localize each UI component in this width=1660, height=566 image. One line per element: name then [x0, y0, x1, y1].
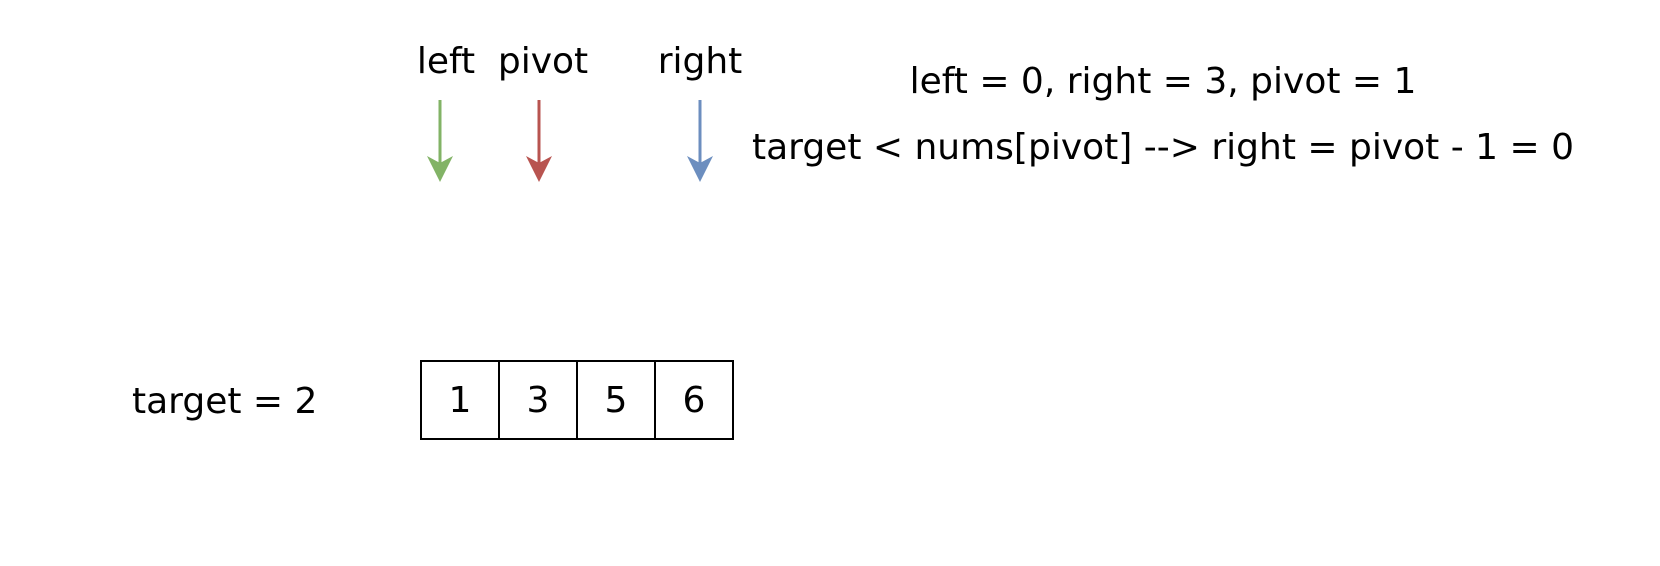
right-pointer-label: right: [657, 41, 743, 82]
array-cell: 6: [654, 360, 734, 440]
left-arrow-icon: [427, 100, 453, 182]
left-pointer-label: left: [416, 41, 476, 82]
state-note: left = 0, right = 3, pivot = 1: [909, 61, 1417, 102]
pivot-arrow-icon: [526, 100, 552, 182]
update-rule-note: target < nums[pivot] --> right = pivot -…: [751, 127, 1575, 168]
nums-array: 1 3 5 6: [420, 360, 734, 440]
right-arrow-icon: [687, 100, 713, 182]
array-cell: 1: [420, 360, 500, 440]
array-cell: 5: [576, 360, 656, 440]
array-cell: 3: [498, 360, 578, 440]
target-label: target = 2: [132, 381, 318, 422]
pivot-pointer-label: pivot: [497, 41, 589, 82]
